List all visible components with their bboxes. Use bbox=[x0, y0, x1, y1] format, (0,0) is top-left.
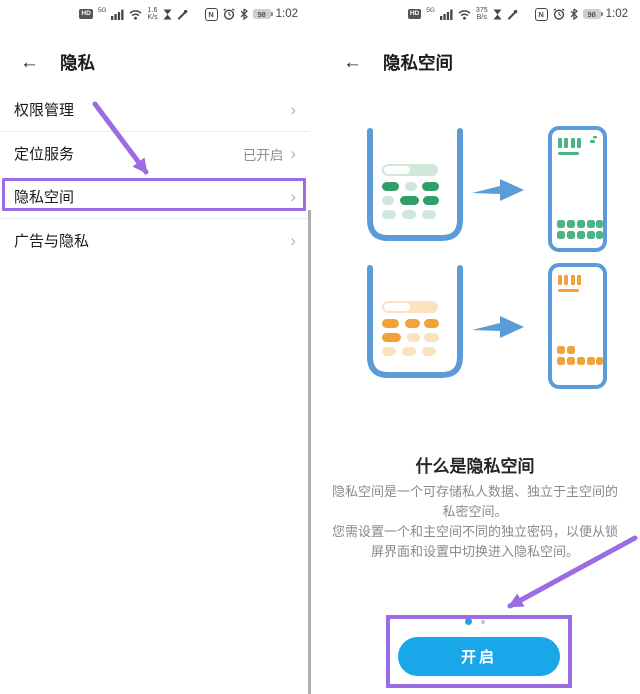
description-line: 您需设置一个和主空间不同的独立密码，以便从锁 bbox=[331, 524, 618, 539]
item-value: 已开启 bbox=[242, 147, 284, 163]
item-label: 广告与隐私 bbox=[14, 233, 90, 250]
alarm-icon bbox=[552, 8, 565, 20]
clock-time: 1:02 bbox=[605, 8, 628, 20]
page-title: 隐私 bbox=[60, 53, 95, 73]
wifi-icon bbox=[458, 9, 471, 20]
battery-indicator: 98 bbox=[582, 9, 604, 19]
bluetooth-icon bbox=[240, 8, 248, 20]
privacy-settings-screen: HD 5G 1.6 K/s bbox=[0, 0, 310, 694]
description-line: 隐私空间是一个可存储私人数据、独立于主空间的 bbox=[331, 484, 618, 499]
alarm-icon bbox=[222, 8, 235, 20]
page-header: ← 隐私空间 bbox=[343, 50, 453, 75]
status-bar: HD 5G 375 B/s bbox=[407, 6, 628, 21]
hd-voice-icon: HD bbox=[407, 9, 422, 19]
hd-voice-icon: HD bbox=[79, 9, 93, 19]
network-type-label: 5G bbox=[426, 6, 435, 14]
list-item-permission-management[interactable]: 权限管理 › bbox=[0, 88, 310, 132]
list-item-location-services[interactable]: 定位服务 已开启 › bbox=[0, 132, 310, 175]
headset-jack-icon bbox=[507, 9, 518, 20]
chevron-right-icon: › bbox=[290, 100, 296, 119]
nfc-icon: N bbox=[534, 7, 548, 21]
settings-list: 权限管理 › 定位服务 已开启 › 隐私空间 › 广告与隐私 › bbox=[0, 88, 310, 262]
item-label: 隐私空间 bbox=[14, 189, 75, 206]
signal-strength-icon bbox=[111, 9, 124, 20]
illustration-main-space-green bbox=[367, 126, 607, 252]
network-type-label: 5G bbox=[97, 6, 107, 14]
list-item-private-space[interactable]: 隐私空间 › bbox=[0, 175, 310, 219]
battery-indicator: 98 bbox=[252, 9, 274, 19]
network-speed: 375 B/s bbox=[475, 7, 488, 21]
description-line: 屏界面和设置中切换进入隐私空间。 bbox=[370, 544, 579, 559]
hourglass-icon bbox=[163, 9, 172, 20]
private-space-screen: HD 5G 375 B/s bbox=[310, 0, 640, 694]
description-line: 私密空间。 bbox=[442, 504, 508, 519]
page-indicator bbox=[310, 618, 640, 625]
back-button[interactable]: ← bbox=[20, 52, 39, 73]
hourglass-icon bbox=[493, 9, 502, 20]
list-item-ads-and-privacy[interactable]: 广告与隐私 › bbox=[0, 219, 310, 262]
chevron-right-icon: › bbox=[290, 231, 296, 250]
about-description: 隐私空间是一个可存储私人数据、独立于主空间的 私密空间。 您需设置一个和主空间不… bbox=[318, 482, 632, 562]
chevron-right-icon: › bbox=[290, 187, 296, 206]
signal-strength-icon bbox=[439, 9, 453, 20]
back-button[interactable]: ← bbox=[343, 52, 362, 73]
item-label: 权限管理 bbox=[14, 102, 75, 119]
nfc-icon: N bbox=[204, 7, 218, 21]
page-title: 隐私空间 bbox=[383, 53, 453, 73]
page-dot-inactive bbox=[481, 619, 485, 624]
clock-time: 1:02 bbox=[275, 8, 298, 20]
screenshot-separator bbox=[308, 210, 311, 694]
bluetooth-icon bbox=[570, 8, 578, 20]
page-dot-active bbox=[465, 618, 472, 625]
page-header: ← 隐私 bbox=[20, 50, 95, 75]
illustration-private-space-orange bbox=[367, 263, 607, 389]
enable-private-space-button[interactable]: 开启 bbox=[398, 637, 560, 676]
status-bar: HD 5G 1.6 K/s bbox=[79, 7, 298, 21]
headset-jack-icon bbox=[177, 9, 188, 20]
chevron-right-icon: › bbox=[290, 144, 296, 163]
network-speed: 1.6 K/s bbox=[147, 7, 158, 21]
wifi-icon bbox=[129, 9, 143, 20]
about-title: 什么是隐私空间 bbox=[415, 457, 535, 476]
item-label: 定位服务 bbox=[14, 146, 75, 163]
